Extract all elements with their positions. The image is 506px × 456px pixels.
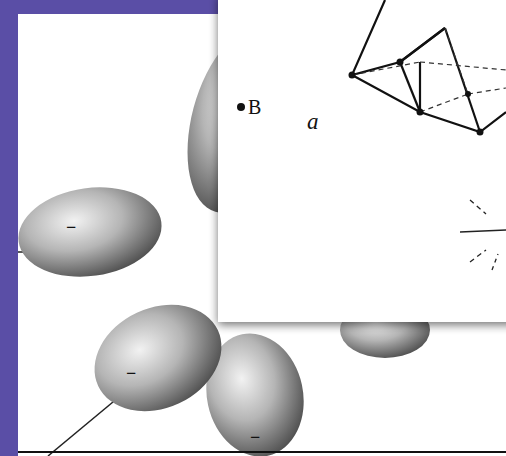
orbital-lobe — [13, 178, 168, 285]
phase-sign: − — [66, 218, 76, 236]
atom-label: B — [248, 97, 261, 117]
orbital-lobe — [77, 285, 239, 431]
inset-panel — [218, 0, 506, 322]
side-bar — [0, 0, 18, 456]
phase-sign: − — [126, 364, 136, 382]
radial-lines — [460, 200, 506, 270]
panel-letter: a — [307, 110, 319, 133]
top-bar — [18, 0, 218, 14]
base-line — [18, 451, 506, 453]
hidden-edge — [352, 28, 506, 112]
icosahedron — [352, 0, 506, 132]
phase-sign: − — [250, 428, 260, 446]
atom-dot — [237, 103, 245, 111]
